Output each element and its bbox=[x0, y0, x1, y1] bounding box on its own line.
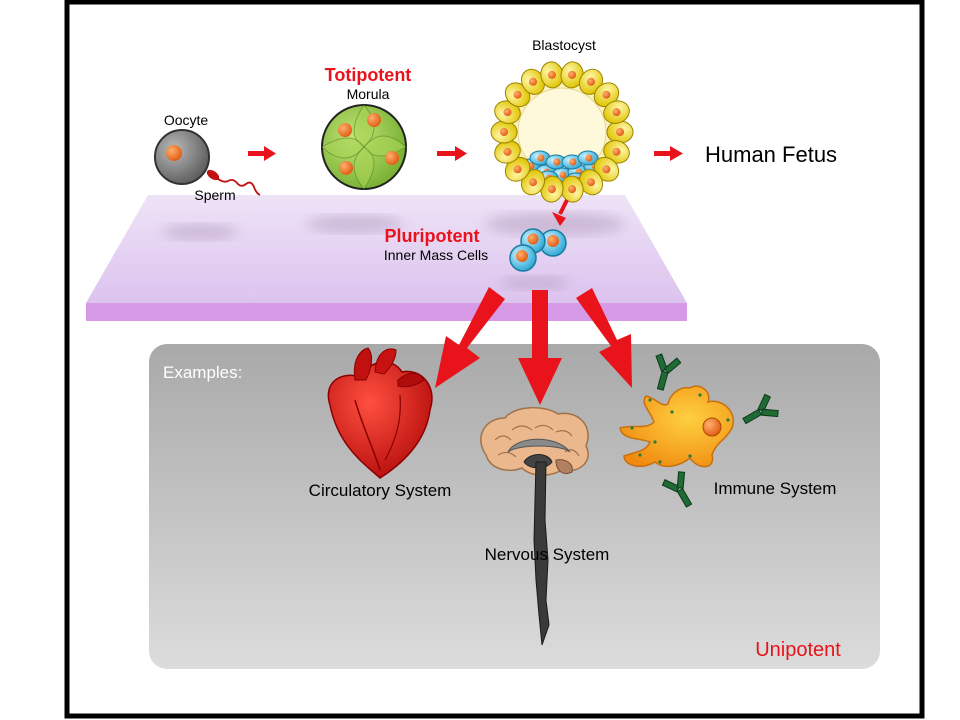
stage-arrows bbox=[248, 146, 683, 226]
differentiation-arrows bbox=[435, 287, 632, 405]
sperm-icon bbox=[206, 169, 261, 196]
oocyte-label: Oocyte bbox=[164, 112, 209, 128]
pluripotent-label: Pluripotent bbox=[385, 226, 480, 246]
totipotent-label: Totipotent bbox=[325, 65, 412, 85]
human-fetus-label: Human Fetus bbox=[705, 142, 837, 167]
arrow-oocyte-to-morula bbox=[248, 146, 276, 161]
blastocyst-icon bbox=[490, 61, 634, 203]
blastocyst-label: Blastocyst bbox=[532, 37, 596, 53]
antibody-icon bbox=[661, 471, 693, 508]
circulatory-system-label: Circulatory System bbox=[309, 481, 452, 500]
arrow-blastocyst-to-inner-mass bbox=[552, 199, 569, 226]
examples-label: Examples: bbox=[163, 363, 242, 382]
nervous-system-label: Nervous System bbox=[485, 545, 610, 564]
arrow-to-nervous bbox=[518, 290, 562, 405]
platform bbox=[86, 195, 687, 321]
arrow-morula-to-blastocyst bbox=[437, 146, 467, 161]
unipotent-label: Unipotent bbox=[755, 639, 841, 661]
antibodies bbox=[655, 353, 779, 508]
inner-mass-cells-icon bbox=[509, 228, 567, 272]
arrow-blastocyst-to-fetus bbox=[654, 146, 683, 161]
heart-icon bbox=[327, 347, 433, 479]
oocyte-icon bbox=[154, 129, 210, 185]
antibody-icon bbox=[742, 393, 779, 425]
inner-mass-cells-label: Inner Mass Cells bbox=[384, 247, 488, 263]
morula-label: Morula bbox=[347, 86, 390, 102]
examples-panel bbox=[149, 344, 880, 669]
immune-cell-icon bbox=[619, 385, 735, 468]
arrow-to-immune bbox=[576, 288, 632, 388]
spinal-cord-icon bbox=[533, 461, 550, 646]
arrow-to-circulatory bbox=[435, 287, 505, 388]
sperm-label: Sperm bbox=[194, 187, 235, 203]
antibody-icon bbox=[655, 353, 682, 391]
immune-system-label: Immune System bbox=[714, 479, 837, 498]
morula-icon bbox=[321, 104, 407, 190]
